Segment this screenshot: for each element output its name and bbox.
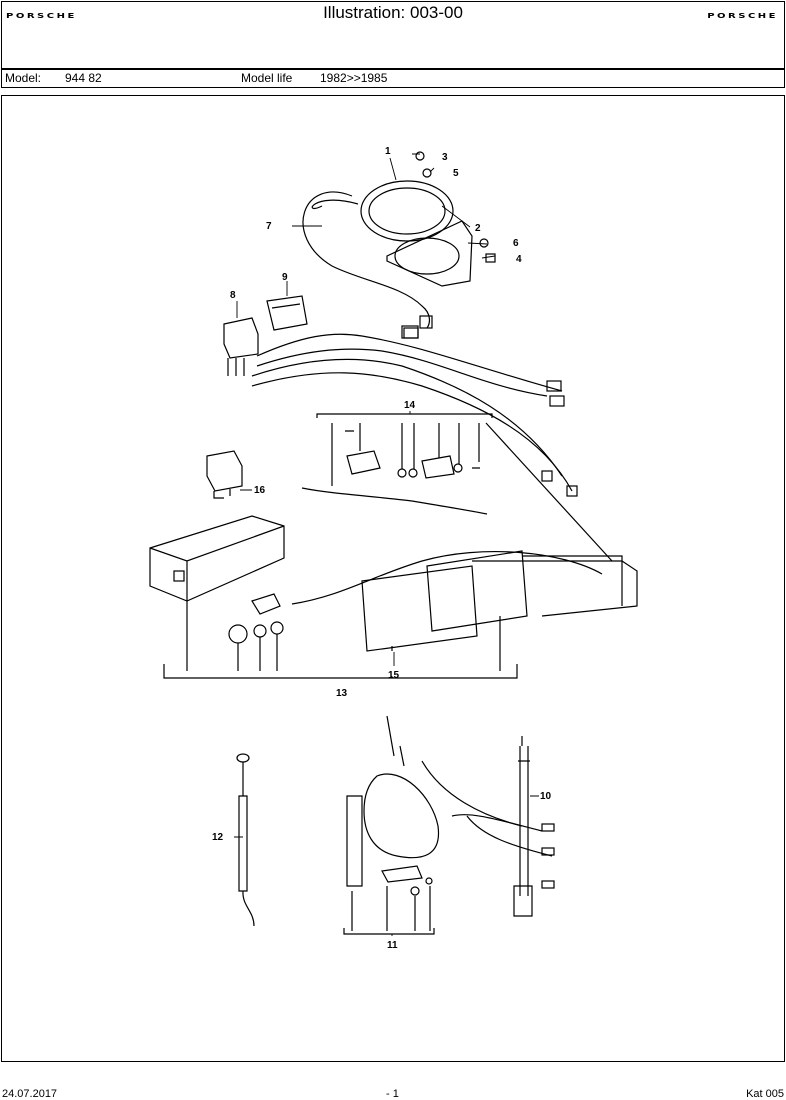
relay — [206, 450, 243, 499]
model-value: 944 82 — [65, 71, 102, 85]
model-life-value: 1982>>1985 — [320, 71, 388, 85]
brand-logo-right: PORSCHE — [707, 12, 778, 21]
callout-12: 12 — [212, 832, 224, 843]
brand-logo-left: PORSCHE — [6, 12, 77, 21]
page-title: Illustration: 003-00 — [323, 3, 463, 22]
callout-10: 10 — [540, 791, 552, 802]
model-label: Model: — [5, 71, 42, 85]
radio-unit — [149, 515, 638, 679]
model-life-label: Model life — [241, 71, 293, 85]
release-cable — [236, 753, 255, 927]
callout-11: 11 — [387, 940, 398, 951]
connector-parts — [223, 295, 578, 497]
footer-date: 24.07.2017 — [2, 1088, 58, 1100]
callout-13: 13 — [336, 688, 348, 699]
leader-lines — [234, 153, 539, 936]
callout-3: 3 — [442, 152, 448, 163]
callout-8: 8 — [230, 290, 236, 301]
speaker-assembly — [302, 151, 496, 339]
exploded-parts-diagram: 1 2 3 4 5 6 7 8 9 10 11 12 13 14 15 16 — [149, 146, 638, 951]
header-box: PORSCHE Illustration: 003-00 PORSCHE — [1, 1, 785, 69]
callout-7: 7 — [266, 221, 272, 232]
callout-4: 4 — [516, 254, 522, 265]
callout-2: 2 — [475, 223, 481, 234]
footer-page: - 1 — [386, 1088, 399, 1100]
bracket-set — [301, 413, 613, 562]
telescopic-aerial — [451, 736, 555, 917]
aerial-motor — [343, 715, 523, 935]
model-bar: Model: 944 82 Model life 1982>>1985 — [1, 68, 785, 88]
callout-labels: 1 2 3 4 5 6 7 8 9 10 11 12 13 14 15 16 — [212, 146, 552, 951]
illustration-frame: 1 2 3 4 5 6 7 8 9 10 11 12 13 14 15 16 — [1, 95, 785, 1062]
callout-6: 6 — [513, 238, 519, 249]
callout-15: 15 — [388, 670, 400, 681]
callout-14: 14 — [404, 400, 416, 411]
callout-1: 1 — [385, 146, 391, 157]
footer-catalog: Kat 005 — [746, 1088, 784, 1100]
callout-5: 5 — [453, 168, 459, 179]
callout-9: 9 — [282, 272, 288, 283]
callout-16: 16 — [254, 485, 266, 496]
